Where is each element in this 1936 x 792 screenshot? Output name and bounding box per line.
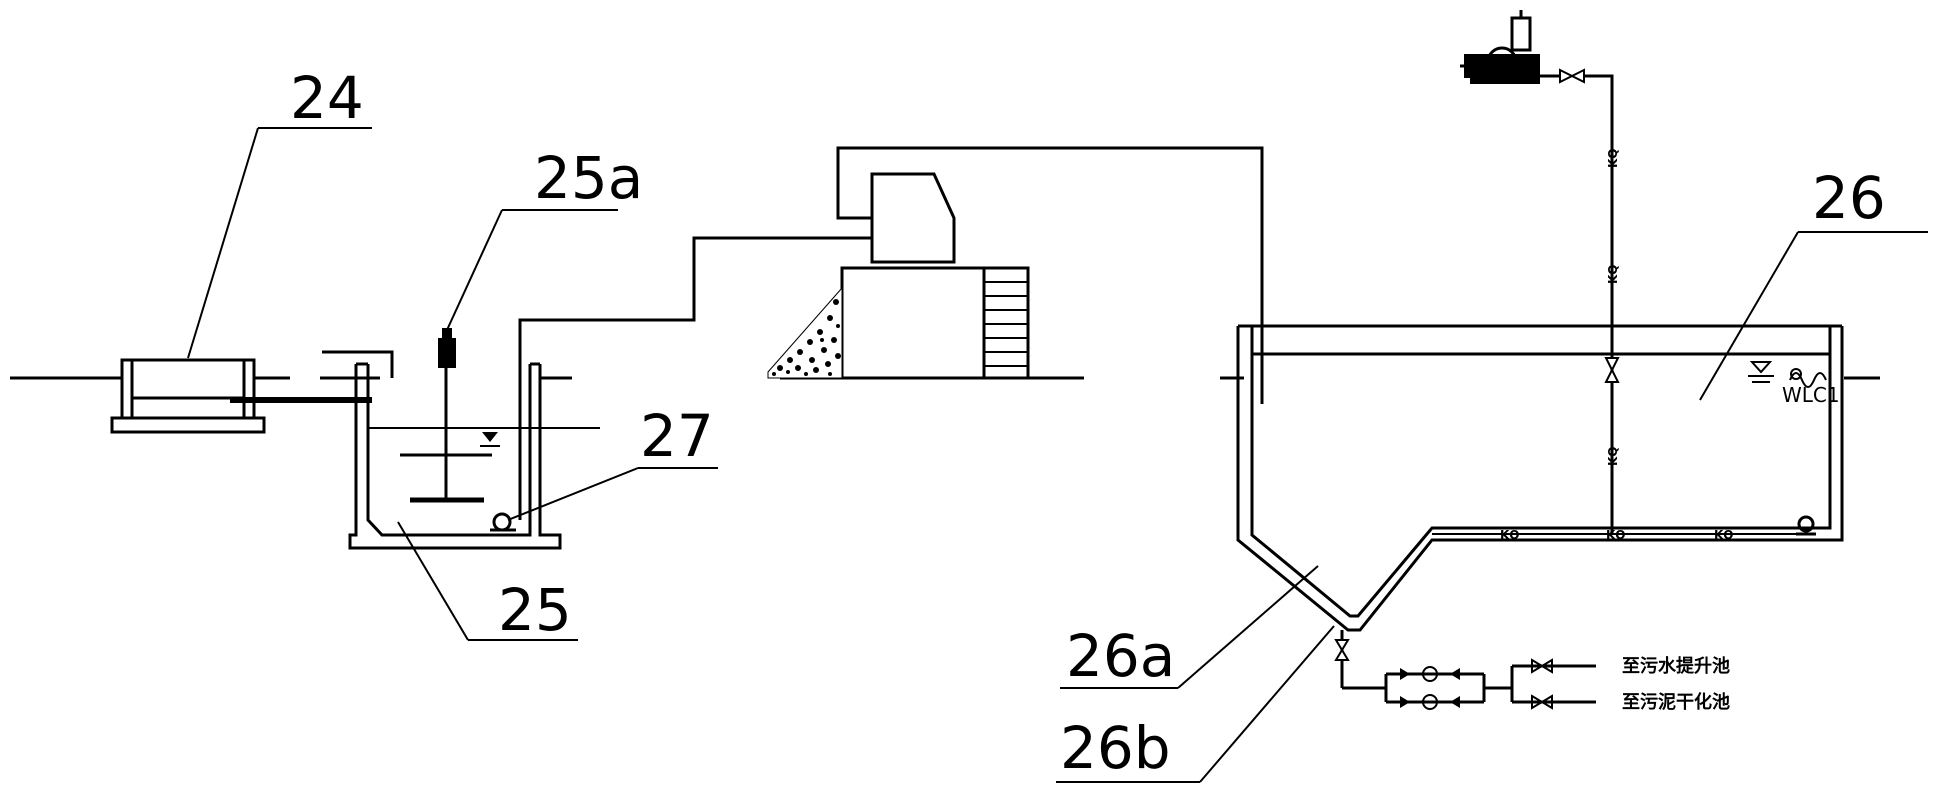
label-26: 26 [1812, 164, 1886, 232]
pipe-tag-bottom-1: KQ [1500, 528, 1520, 542]
destination-line-1: 至污水提升池 [1622, 655, 1730, 677]
ladder [984, 281, 1028, 367]
leader-26b: 26b [1056, 625, 1335, 783]
level-sensor-label: WLC1 [1782, 383, 1840, 407]
label-26b: 26b [1060, 714, 1171, 782]
unit-24-box [10, 358, 372, 434]
pump-27 [492, 512, 512, 532]
destination-line-2: 至污泥干化池 [1622, 691, 1730, 713]
leader-26a: 26a [1060, 565, 1319, 690]
pipe-tag-vertical-3: KQ [1606, 447, 1620, 467]
leader-26: 26 [1699, 164, 1928, 401]
pipe-tag-bottom-3: KQ [1714, 528, 1734, 542]
pipe-tag-vertical-2: KQ [1606, 265, 1620, 285]
level-sensor-icon [1789, 372, 1827, 388]
tank-26: WLC1 KQ KQ KQ [1220, 324, 1880, 632]
leader-24: 24 [187, 64, 372, 359]
label-25: 25 [498, 576, 572, 644]
pipe-tag-vertical-1: KQ [1606, 149, 1620, 169]
label-26a: 26a [1066, 622, 1175, 690]
pipe-tag-bottom-2: KQ [1606, 528, 1626, 542]
sludge-pump-icon [1797, 515, 1815, 533]
blower-assembly: KQ KQ KQ [1460, 10, 1620, 534]
dewatering-machine [767, 146, 1264, 404]
label-27: 27 [640, 402, 714, 470]
leader-27: 27 [507, 402, 718, 521]
label-25a: 25a [534, 144, 643, 212]
tank-25 [320, 236, 846, 550]
mixer-motor [438, 338, 456, 368]
label-24: 24 [290, 64, 364, 132]
sludge-cake-pile [767, 286, 843, 379]
leader-25a: 25a [446, 144, 643, 331]
leader-25: 25 [397, 521, 578, 644]
discharge-manifold: 至污水提升池 至污泥干化池 [1334, 630, 1730, 713]
